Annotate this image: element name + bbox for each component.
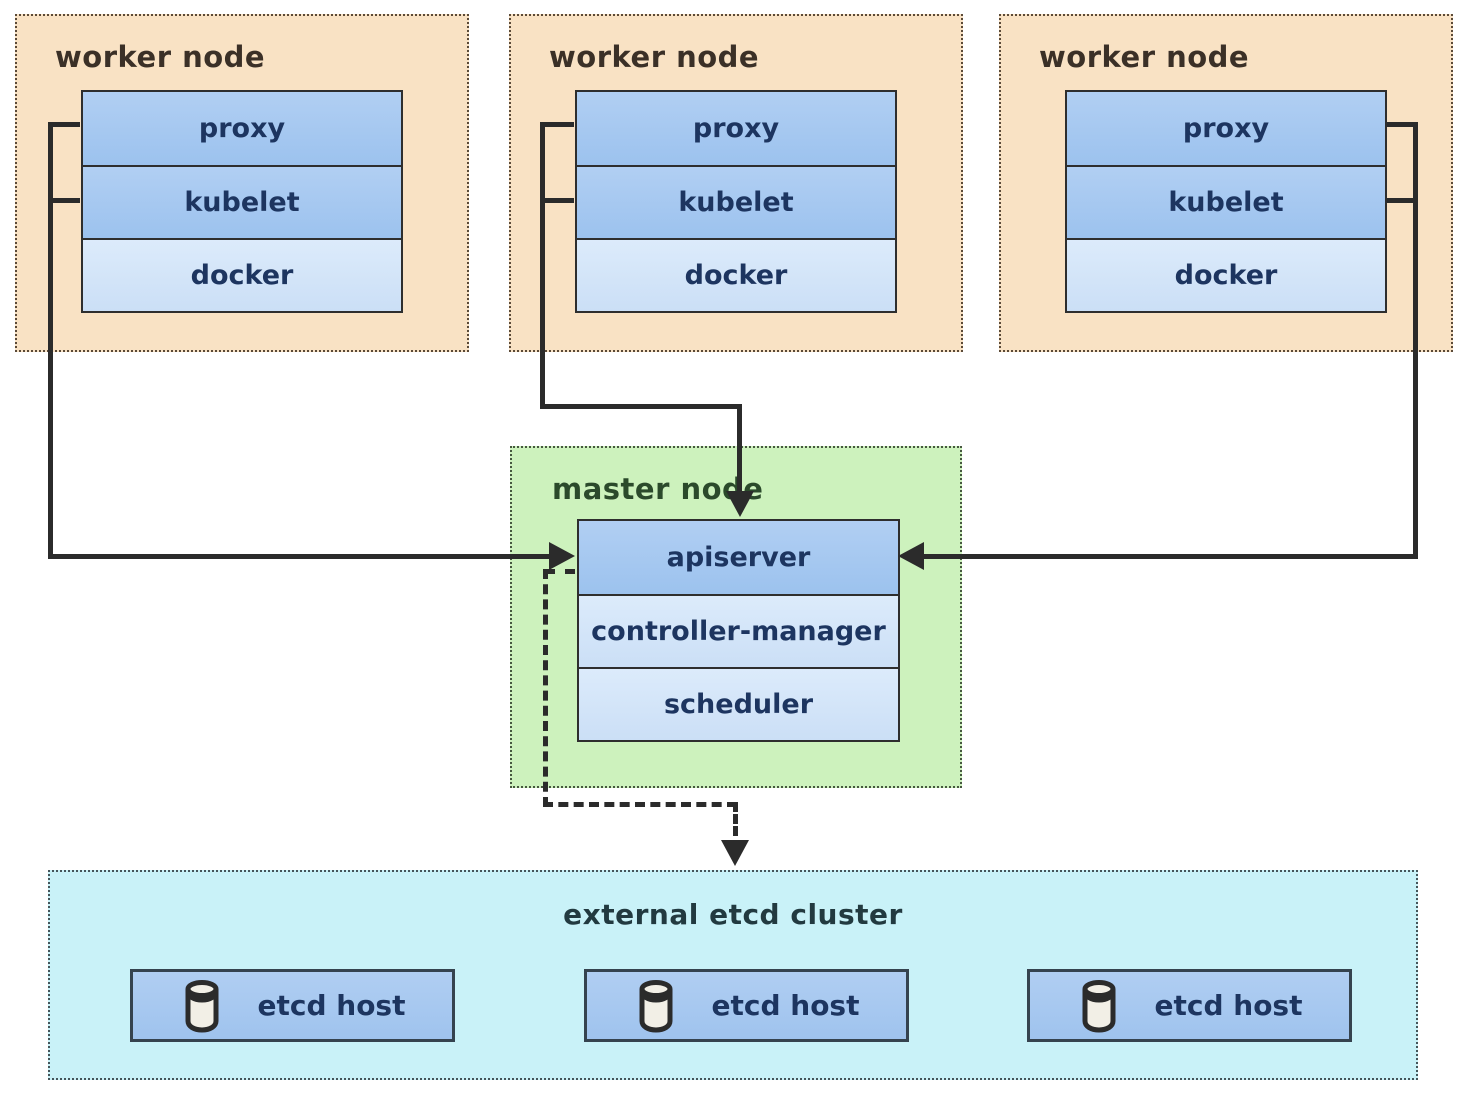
component-controller-manager: controller-manager <box>579 594 898 667</box>
arrow-worker1-to-apiserver-head <box>549 542 575 570</box>
database-cylinder-icon <box>639 979 672 1032</box>
arrow-worker3-to-apiserver-segment <box>1387 198 1418 203</box>
component-proxy: proxy <box>577 92 895 165</box>
etcd-host-2: etcd host <box>584 969 909 1042</box>
worker-node-3-stack: proxy kubelet docker <box>1065 90 1387 313</box>
dashed-arrow-apiserver-to-etcd-segment <box>543 569 548 807</box>
dashed-arrow-apiserver-to-etcd-segment <box>545 569 575 574</box>
component-kubelet: kubelet <box>83 165 401 238</box>
arrow-worker1-to-apiserver-segment <box>48 198 80 203</box>
worker-node-3: worker node proxy kubelet docker <box>999 14 1453 352</box>
worker-node-1-stack: proxy kubelet docker <box>81 90 403 313</box>
arrow-worker3-to-apiserver-segment <box>921 554 1418 559</box>
etcd-host-1: etcd host <box>130 969 455 1042</box>
component-scheduler: scheduler <box>579 667 898 740</box>
arrow-worker3-to-apiserver-segment <box>1413 122 1418 559</box>
arrow-worker2-to-apiserver-segment <box>737 404 742 493</box>
component-proxy: proxy <box>83 92 401 165</box>
arrow-worker1-to-apiserver-segment <box>48 122 53 559</box>
dashed-arrow-apiserver-to-etcd-segment <box>543 802 737 807</box>
arrow-worker2-to-apiserver-head <box>726 491 754 517</box>
etcd-cluster: external etcd cluster etcd host etcd hos… <box>48 870 1418 1080</box>
dashed-arrow-apiserver-to-etcd-head <box>721 840 749 866</box>
component-kubelet: kubelet <box>1067 165 1385 238</box>
worker-node-2-stack: proxy kubelet docker <box>575 90 897 313</box>
component-docker: docker <box>1067 238 1385 311</box>
component-apiserver: apiserver <box>579 521 898 594</box>
arrow-worker2-to-apiserver-segment <box>540 404 742 409</box>
database-cylinder-icon <box>185 979 218 1032</box>
arrow-worker2-to-apiserver-segment <box>540 198 574 203</box>
component-kubelet: kubelet <box>577 165 895 238</box>
arrow-worker2-to-apiserver-segment <box>540 122 545 409</box>
master-node-stack: apiserver controller-manager scheduler <box>577 519 900 742</box>
etcd-host-label: etcd host <box>257 989 406 1022</box>
etcd-host-3: etcd host <box>1027 969 1352 1042</box>
arrow-worker2-to-apiserver-segment <box>540 122 574 127</box>
worker-node-1: worker node proxy kubelet docker <box>15 14 469 352</box>
component-docker: docker <box>83 238 401 311</box>
arrow-worker3-to-apiserver-segment <box>1387 122 1418 127</box>
worker-node-title: worker node <box>1039 40 1250 74</box>
component-docker: docker <box>577 238 895 311</box>
etcd-host-label: etcd host <box>1154 989 1303 1022</box>
worker-node-title: worker node <box>55 40 266 74</box>
worker-node-2: worker node proxy kubelet docker <box>509 14 963 352</box>
arrow-worker1-to-apiserver-segment <box>48 554 555 559</box>
database-cylinder-icon <box>1082 979 1115 1032</box>
etcd-cluster-title: external etcd cluster <box>563 898 903 931</box>
etcd-host-label: etcd host <box>711 989 860 1022</box>
arrow-worker1-to-apiserver-segment <box>48 122 80 127</box>
dashed-arrow-apiserver-to-etcd-segment <box>733 802 738 836</box>
component-proxy: proxy <box>1067 92 1385 165</box>
arrow-worker3-to-apiserver-head <box>898 542 924 570</box>
worker-node-title: worker node <box>549 40 760 74</box>
